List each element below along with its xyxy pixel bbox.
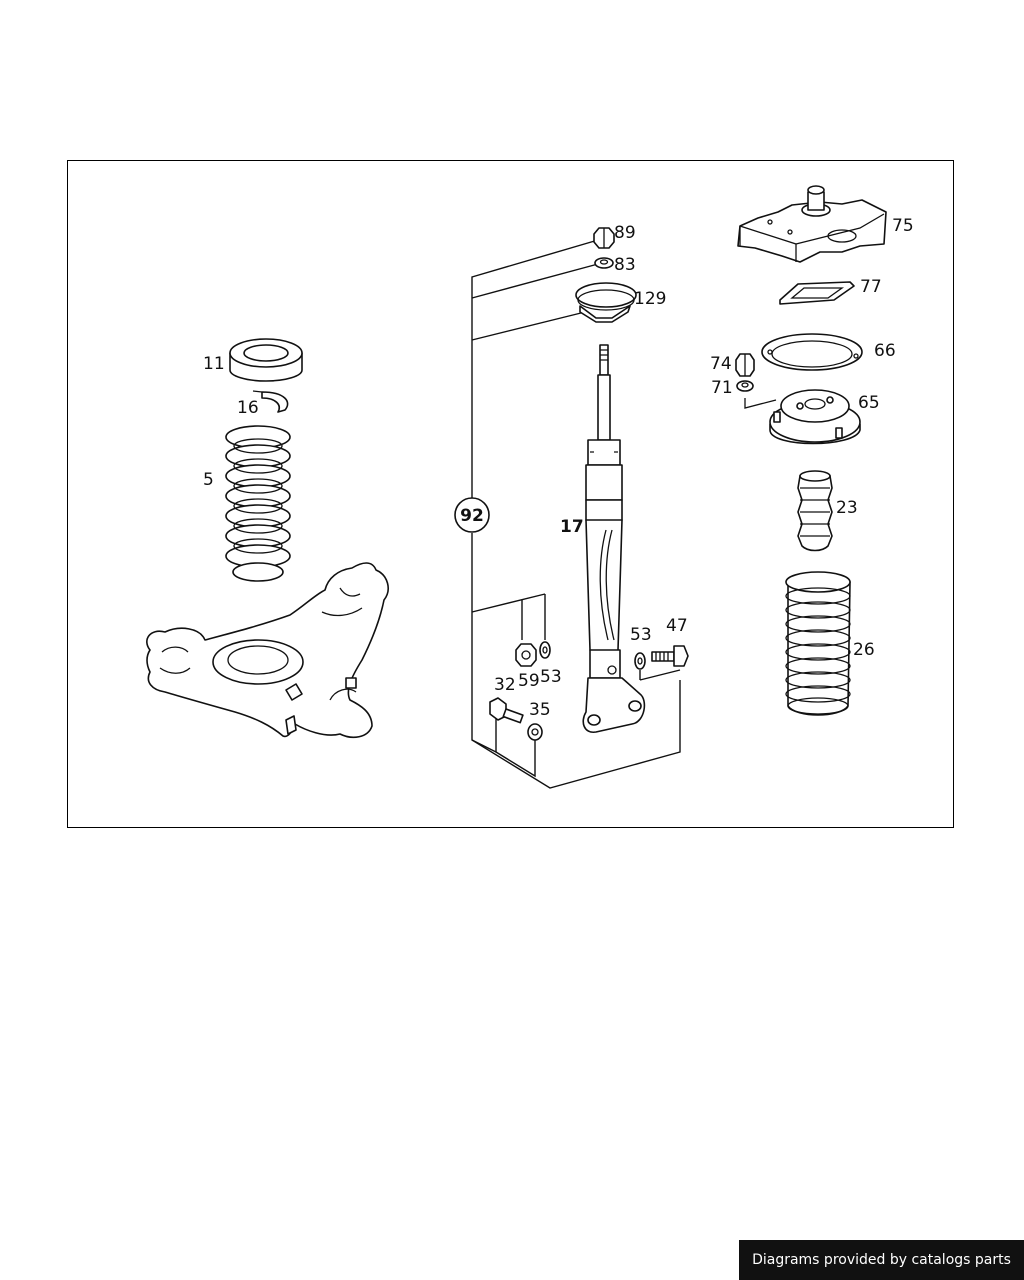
callout-89: 89	[614, 223, 636, 243]
clip-ring-16[interactable]	[252, 390, 289, 413]
bolt-47[interactable]	[651, 645, 689, 667]
coil-spring-5[interactable]	[225, 425, 291, 582]
strut-mount-65[interactable]	[769, 389, 861, 445]
callout-16: 16	[237, 398, 259, 418]
nut-89[interactable]	[593, 227, 615, 249]
gasket-ring-66[interactable]	[761, 333, 863, 371]
nut-59[interactable]	[515, 643, 537, 667]
callout-75: 75	[892, 216, 914, 236]
callout-92: 92	[460, 506, 484, 526]
shock-absorber-17[interactable]	[582, 344, 646, 733]
callout-74: 74	[710, 354, 732, 374]
callout-71: 71	[711, 378, 733, 398]
leader-71	[744, 398, 777, 409]
nut-74[interactable]	[735, 353, 755, 377]
callout-59: 59	[518, 671, 540, 691]
footer-credit: Diagrams provided by catalogs parts	[739, 1240, 1024, 1280]
callout-53-right: 53	[630, 625, 652, 645]
callout-26: 26	[853, 640, 875, 660]
bump-stop-23[interactable]	[797, 470, 833, 552]
dust-boot-26[interactable]	[785, 571, 851, 716]
callout-77: 77	[860, 277, 882, 297]
callout-11: 11	[203, 354, 225, 374]
top-mount-75[interactable]	[737, 185, 887, 263]
washer-83[interactable]	[594, 257, 614, 269]
callout-23: 23	[836, 498, 858, 518]
callout-129: 129	[634, 289, 666, 309]
group-bracket-92	[471, 239, 681, 789]
callout-92-circle	[454, 497, 490, 533]
washer-35[interactable]	[527, 723, 543, 741]
callout-65: 65	[858, 393, 880, 413]
clamp-129[interactable]	[575, 282, 637, 323]
callout-32: 32	[494, 675, 516, 695]
callout-17: 17	[560, 517, 584, 537]
pad-77[interactable]	[779, 281, 855, 305]
callout-66: 66	[874, 341, 896, 361]
callout-5: 5	[203, 470, 214, 490]
washer-53-left[interactable]	[539, 641, 551, 659]
spring-pad-11[interactable]	[229, 338, 303, 382]
bolt-32[interactable]	[489, 697, 524, 724]
control-arm[interactable]	[146, 562, 389, 739]
washer-53-right[interactable]	[634, 652, 646, 670]
callout-35: 35	[529, 700, 551, 720]
callout-47: 47	[666, 616, 688, 636]
callout-53-left: 53	[540, 667, 562, 687]
callout-83: 83	[614, 255, 636, 275]
washer-71[interactable]	[736, 380, 754, 392]
